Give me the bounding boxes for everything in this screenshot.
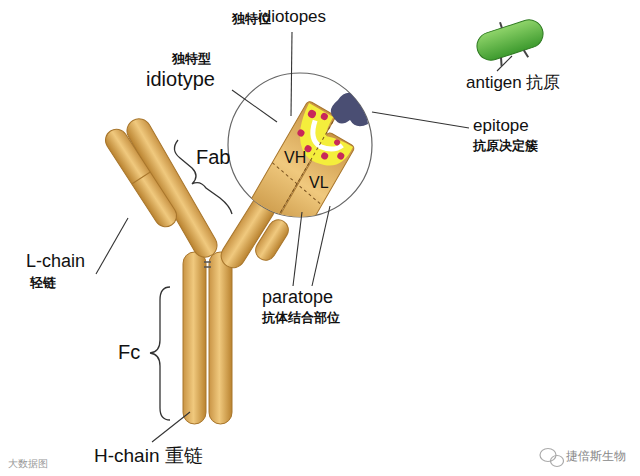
- wechat-icon: [540, 449, 564, 467]
- part-label: antigen 抗原: [466, 74, 561, 93]
- antigen-surface: [330, 60, 390, 140]
- epitope-shape: [331, 93, 372, 126]
- part-label: L-chain: [26, 252, 85, 272]
- disulfide-bond: [204, 266, 211, 268]
- disulfide-bond: [204, 261, 211, 263]
- heavy-chain-stem: [183, 252, 206, 424]
- region-label: Fab: [196, 146, 230, 168]
- part-label: idiotopes: [258, 8, 326, 27]
- domain-label: VH: [284, 149, 306, 167]
- binding-cleft: [305, 120, 346, 155]
- watermark: 捷倍斯生物: [566, 450, 626, 463]
- antigen-capsule: [471, 10, 549, 71]
- part-label: epitope: [473, 117, 529, 136]
- chinese-label: 独特型: [172, 52, 211, 66]
- domain-label: VL: [309, 174, 329, 192]
- right-light-chain: [252, 216, 292, 264]
- fc-bracket: [150, 287, 170, 420]
- leader-lines: [96, 32, 512, 442]
- chinese-label: 抗体结合部位: [262, 311, 340, 325]
- left-light-chain: [101, 125, 180, 231]
- part-label: H-chain 重链: [94, 446, 203, 467]
- chinese-label: 轻链: [30, 276, 56, 290]
- chinese-label: 抗原决定簇: [473, 139, 538, 153]
- fab-bracket: [174, 140, 232, 214]
- part-label: paratope: [262, 288, 333, 308]
- region-label: Fc: [118, 341, 140, 363]
- part-label: idiotype: [146, 68, 215, 90]
- heavy-chain-stem: [209, 252, 232, 424]
- watermark: 大数据图: [8, 458, 48, 469]
